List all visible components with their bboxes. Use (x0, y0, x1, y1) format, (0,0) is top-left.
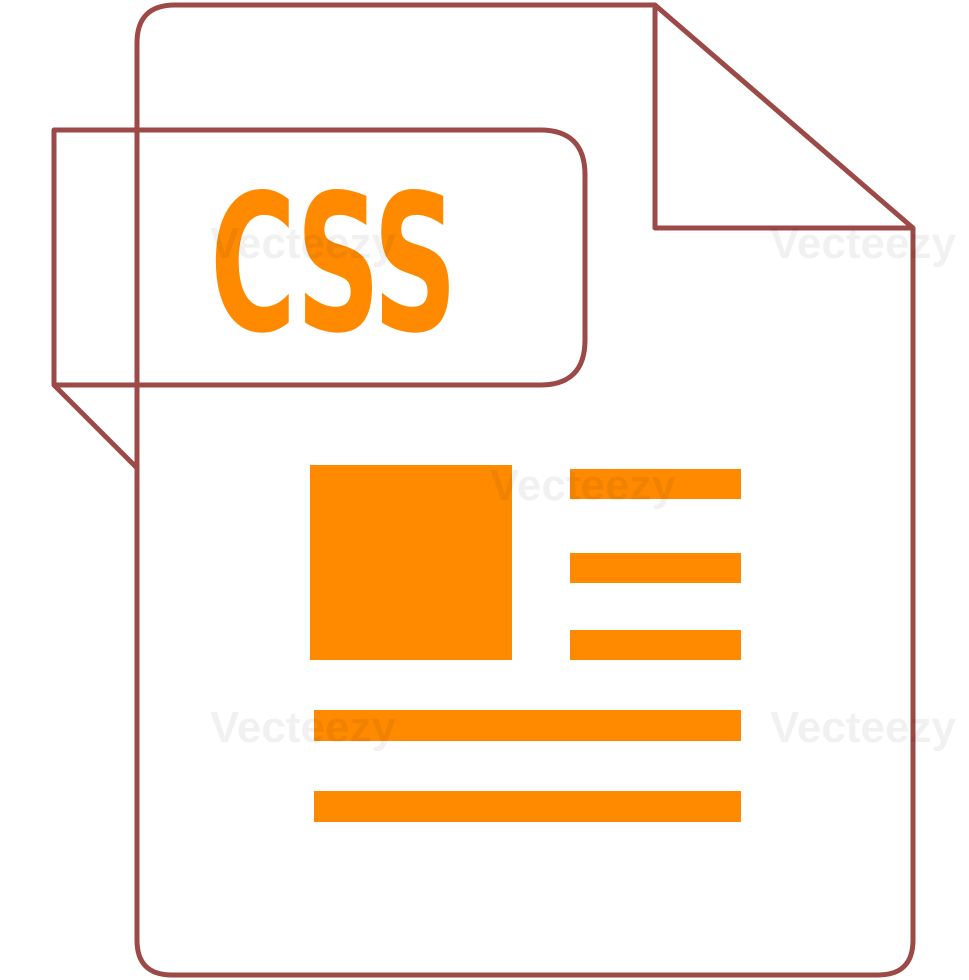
file-type-label: CSS (210, 154, 455, 375)
watermark-text-4: Vecteezy (210, 703, 396, 752)
text-line-long-2 (314, 791, 741, 822)
text-line-short-3 (570, 630, 741, 660)
watermark-text-1: Vecteezy (210, 219, 396, 268)
watermark-text-3: Vecteezy (490, 461, 676, 510)
document-outline (134, 2, 916, 978)
watermark-text-2: Vecteezy (770, 219, 956, 268)
image-placeholder-block (310, 465, 512, 660)
folded-corner (652, 5, 913, 231)
watermark-text-5: Vecteezy (770, 703, 956, 752)
text-line-short-1 (570, 469, 741, 499)
text-line-long-1 (314, 710, 741, 741)
text-line-short-2 (570, 553, 741, 583)
label-tab (51, 127, 588, 388)
label-tab-fold (52, 383, 139, 470)
watermark: Vecteezy Vecteezy Vecteezy Vecteezy Vect… (210, 219, 956, 752)
